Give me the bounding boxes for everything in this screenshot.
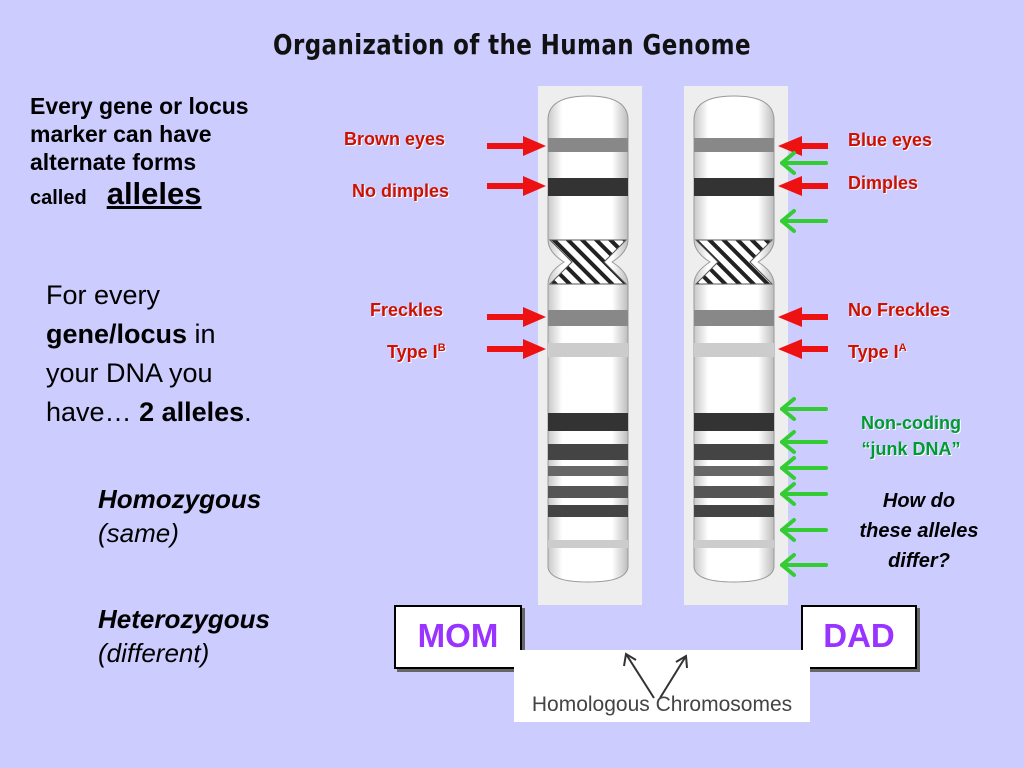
type-base: Type I [848,342,899,362]
red-arrow-icon [487,136,546,156]
mom-red-arrows [487,136,546,359]
label-no-freckles: No Freckles [848,300,951,320]
green-arrows [780,151,828,577]
caption-arrows [623,652,688,699]
label-freckles: Freckles [370,300,444,320]
intro-line-3: alternate forms [30,149,197,175]
label-type-ib: Type IB [387,342,446,363]
homologous-caption: Homologous Chromosomes [531,693,793,716]
red-arrow-icon [487,307,546,327]
noncoding-line-1: Non-coding [861,413,961,433]
heterozygous-term: Heterozygous [98,604,270,634]
homozygous-desc: (same) [98,518,179,548]
label-type-ia: Type IA [848,342,907,363]
noncoding-line-2: “junk DNA” [861,439,961,459]
every-gene-text: For every gene/locus in your DNA you hav… [46,276,336,432]
have-word: have… [46,397,140,427]
label-dimples: Dimples [848,173,919,193]
intro-text: Every gene or locus marker can have alte… [30,92,320,212]
intro-line-1: Every gene or locus [30,93,249,119]
type-base: Type I [387,342,438,362]
dad-red-arrows [778,136,828,359]
label-no-dimples: No dimples [352,181,450,201]
label-brown-eyes: Brown eyes [344,129,446,149]
red-arrow-icon [487,339,546,359]
intro-line-2: marker can have [30,121,212,147]
green-arrow-icon [780,397,828,421]
green-arrow-icon [780,430,828,454]
mom-chromosome [538,86,642,605]
dad-box: DAD [801,605,917,669]
arrow-up-left-icon [623,652,655,699]
every-line-4: have… 2 alleles. [46,393,336,432]
gene-locus-term: gene/locus [46,319,188,349]
red-arrow-icon [778,176,828,196]
in-word: in [187,319,216,349]
green-arrow-icon [780,209,828,233]
arrow-up-right-icon [659,654,688,699]
period: . [244,397,252,427]
question-text: How do these alleles differ? [834,486,1004,576]
red-arrow-icon [778,339,828,359]
green-arrow-icon [780,482,828,506]
called-word: called [30,187,87,209]
homozygous-block: Homozygous (same) [98,482,261,550]
type-sup: A [898,342,907,354]
homozygous-term: Homozygous [98,484,262,514]
dad-chromosome [684,86,788,605]
slide-title: Organization of the Human Genome [273,28,751,61]
heterozygous-desc: (different) [98,638,210,668]
question-line-2: these alleles [859,520,979,542]
every-line-2: gene/locus in [46,315,336,354]
red-arrow-icon [778,136,828,156]
green-arrow-icon [780,456,828,480]
green-arrow-icon [780,151,828,175]
red-arrow-icon [487,176,546,196]
question-line-3: differ? [888,550,950,572]
heterozygous-block: Heterozygous (different) [98,602,270,670]
type-sup: B [437,342,446,354]
mom-box: MOM [394,605,522,669]
every-line-1: For every [46,280,161,310]
homologous-caption-box [514,650,810,722]
alleles-word: alleles [106,176,202,211]
label-noncoding: Non-coding “junk DNA” [836,410,986,462]
two-alleles: 2 alleles [139,397,245,427]
label-blue-eyes: Blue eyes [848,130,933,150]
green-arrow-icon [780,553,828,577]
green-arrow-icon [780,518,828,542]
question-line-1: How do [882,490,956,512]
intro-line-4: called alleles [30,178,320,212]
every-line-3: your DNA you [46,358,213,388]
red-arrow-icon [778,307,828,327]
